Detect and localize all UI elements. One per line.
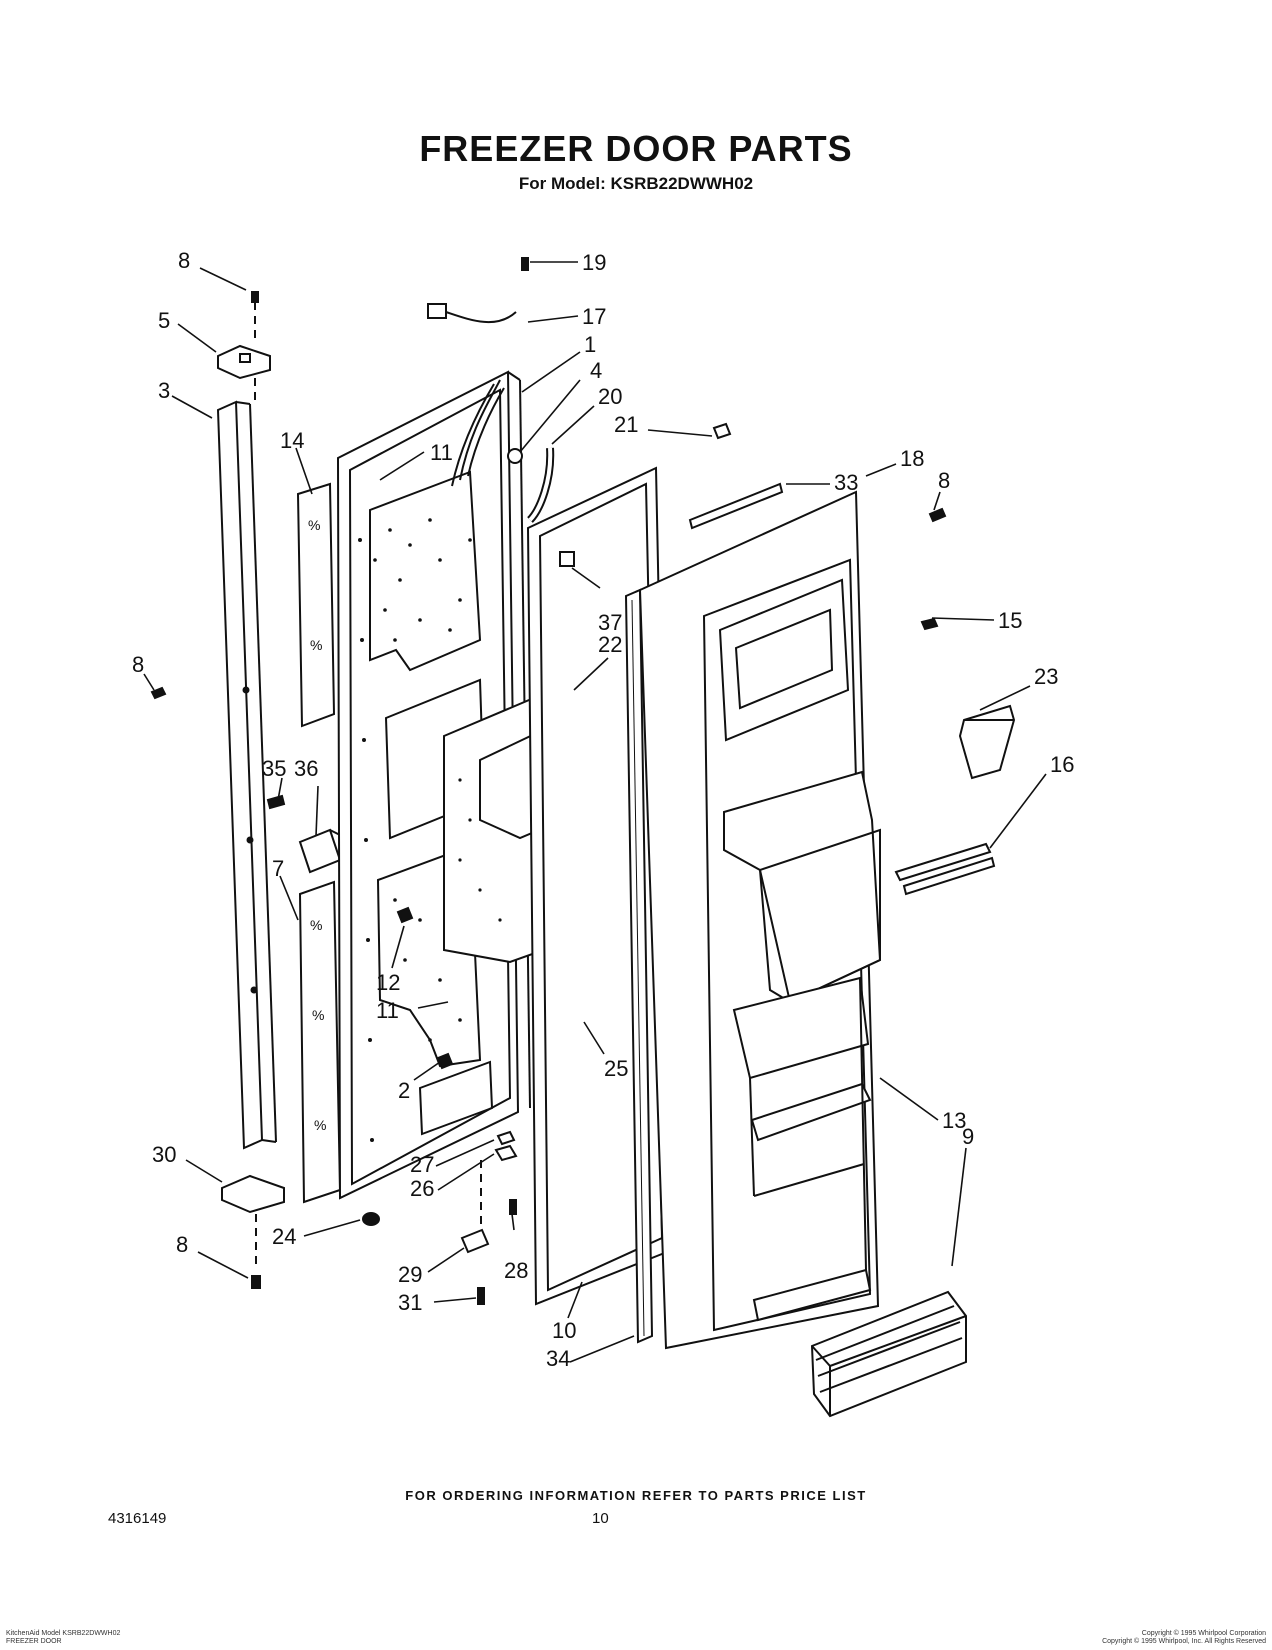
page-number: 10 bbox=[592, 1510, 609, 1527]
callout-35: 35 bbox=[262, 756, 286, 781]
callout-30: 30 bbox=[152, 1142, 176, 1167]
callout-25: 25 bbox=[604, 1056, 628, 1081]
copyright-line-1: Copyright © 1995 Whirlpool Corporation bbox=[1141, 1630, 1266, 1637]
callout-19: 19 bbox=[582, 250, 606, 275]
callout-16: 16 bbox=[1050, 752, 1074, 777]
callout-labels: 8 19 17 5 1 3 4 20 21 14 11 18 8 33 15 3… bbox=[132, 248, 1074, 1371]
callout-34: 34 bbox=[546, 1346, 570, 1371]
callout-27: 27 bbox=[410, 1152, 434, 1177]
bottom-hinge-part bbox=[221, 1174, 285, 1289]
callout-4: 4 bbox=[590, 358, 602, 383]
callout-9: 9 bbox=[962, 1124, 974, 1149]
model-subtitle: For Model: KSRB22DWWH02 bbox=[518, 174, 754, 193]
callout-13: 13 bbox=[942, 1108, 966, 1133]
callout-11-upper: 11 bbox=[430, 440, 453, 465]
callout-15: 15 bbox=[998, 608, 1022, 633]
document-number: 4316149 bbox=[108, 1510, 167, 1527]
rod-part bbox=[894, 842, 996, 896]
callout-18: 18 bbox=[900, 446, 924, 471]
callout-33: 33 bbox=[834, 470, 858, 495]
svg-text:%: % bbox=[314, 1117, 326, 1133]
callout-10: 10 bbox=[552, 1318, 576, 1343]
door-bin-part bbox=[810, 1290, 967, 1418]
callout-8-bottom: 8 bbox=[176, 1232, 188, 1257]
svg-text:%: % bbox=[310, 917, 322, 933]
svg-text:%: % bbox=[310, 637, 322, 653]
svg-text:%: % bbox=[308, 517, 320, 533]
small-hardware-parts bbox=[362, 906, 518, 1305]
outer-door-panel-part bbox=[336, 370, 531, 1200]
callout-2: 2 bbox=[398, 1078, 410, 1103]
callout-37: 37 bbox=[598, 610, 622, 635]
callout-36: 36 bbox=[294, 756, 318, 781]
callout-21: 21 bbox=[614, 412, 638, 437]
callout-20: 20 bbox=[598, 384, 622, 409]
callout-14: 14 bbox=[280, 428, 304, 453]
top-hinge-part bbox=[217, 291, 271, 400]
copyright-line-2: Copyright © 1995 Whirlpool, Inc. All Rig… bbox=[1102, 1638, 1266, 1645]
leader-lines bbox=[143, 261, 1047, 1363]
section-ref-line: FREEZER DOOR bbox=[6, 1638, 62, 1645]
svg-text:%: % bbox=[312, 1007, 324, 1023]
copyright-notice: Copyright © 1995 Whirlpool Corporation C… bbox=[1102, 1630, 1266, 1646]
wire-connector-part bbox=[427, 257, 529, 324]
inner-door-liner-part bbox=[638, 490, 882, 1350]
model-ref-line: KitchenAid Model KSRB22DWWH02 bbox=[6, 1630, 121, 1637]
callout-8-right: 8 bbox=[938, 468, 950, 493]
callout-28: 28 bbox=[504, 1258, 528, 1283]
callout-5: 5 bbox=[158, 308, 170, 333]
page-title: FREEZER DOOR PARTS bbox=[419, 128, 853, 169]
callout-12: 12 bbox=[376, 970, 400, 995]
callout-7: 7 bbox=[272, 856, 284, 881]
callout-31: 31 bbox=[398, 1290, 422, 1315]
callout-1: 1 bbox=[584, 332, 596, 357]
callout-22: 22 bbox=[598, 632, 622, 657]
callout-23: 23 bbox=[1034, 664, 1058, 689]
callout-3: 3 bbox=[158, 378, 170, 403]
upper-trim-panel-part: % % bbox=[296, 482, 336, 728]
lower-trim-panel-part: % % % bbox=[298, 880, 342, 1204]
callout-8-left: 8 bbox=[132, 652, 144, 677]
callout-17: 17 bbox=[582, 304, 606, 329]
hinge-rail-part bbox=[216, 400, 277, 1150]
callout-24: 24 bbox=[272, 1224, 296, 1249]
ice-chute-cup-part bbox=[958, 704, 1016, 780]
ordering-note: FOR ORDERING INFORMATION REFER TO PARTS … bbox=[405, 1488, 867, 1503]
model-reference: KitchenAid Model KSRB22DWWH02 FREEZER DO… bbox=[6, 1630, 120, 1646]
callout-8-top: 8 bbox=[178, 248, 190, 273]
callout-29: 29 bbox=[398, 1262, 422, 1287]
callout-26: 26 bbox=[410, 1176, 434, 1201]
callout-11-lower: 11 bbox=[376, 998, 399, 1023]
